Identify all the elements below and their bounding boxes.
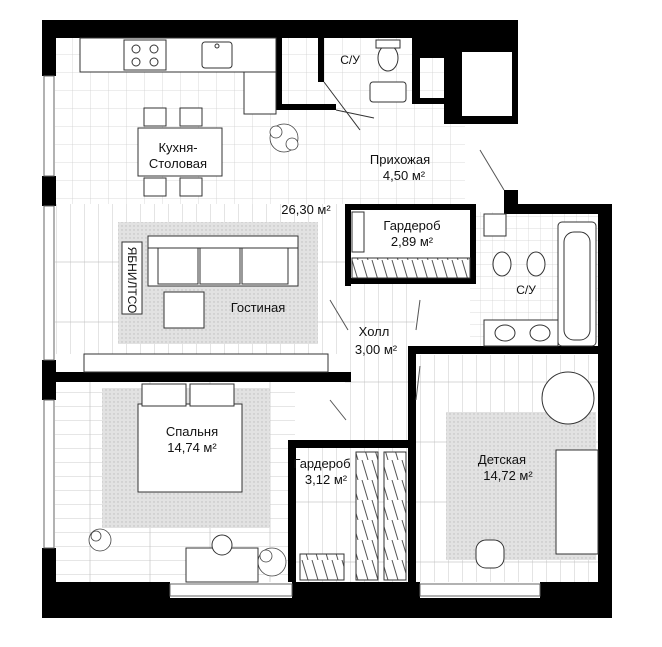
crib-icon xyxy=(555,449,599,555)
wardrobe-1-name: Гардероб xyxy=(383,218,440,233)
entry-hall-name: Прихожая xyxy=(370,152,430,167)
doors xyxy=(329,149,505,421)
sink-icon xyxy=(201,41,233,69)
wardrobe-2 xyxy=(299,451,407,581)
sink-icon xyxy=(369,81,407,103)
wardrobe-1-area: 2,89 м² xyxy=(391,234,434,249)
dining-table-icon xyxy=(137,107,223,197)
walls xyxy=(42,20,612,618)
bathroom-1-name: С/У xyxy=(340,53,360,67)
bedroom-area: 14,74 м² xyxy=(167,440,217,455)
stove-icon xyxy=(123,39,167,71)
windows xyxy=(43,75,541,597)
sofa-icon xyxy=(147,235,299,287)
bed-icon xyxy=(137,383,243,493)
bathroom-2-fixtures xyxy=(483,213,597,347)
toilet-icon xyxy=(375,39,401,72)
kitchen-label-2: Столовая xyxy=(149,156,207,171)
plant-icon xyxy=(269,123,299,153)
kids-name: Детская xyxy=(478,452,526,467)
room-labels: Кухня- Столовая Прихожая 4,50 м² 26,30 м… xyxy=(125,53,536,487)
bathroom-2-name: С/У xyxy=(516,283,536,297)
armchair-icon xyxy=(475,539,505,569)
kids-furniture xyxy=(475,371,599,569)
kitchen-label-1: Кухня- xyxy=(158,140,197,155)
bathtub-icon xyxy=(557,221,597,347)
bedroom-name: Спальня xyxy=(166,424,218,439)
bedroom-furniture xyxy=(137,383,259,583)
plants xyxy=(88,123,299,577)
toilet-icon xyxy=(492,251,546,277)
kitchen-counter xyxy=(79,37,277,115)
wardrobe-2-name: Гардероб xyxy=(293,456,350,471)
entry-hall-area: 4,50 м² xyxy=(383,168,426,183)
bathroom-1-fixtures xyxy=(323,39,407,131)
sink-icon xyxy=(483,319,559,347)
plant-icon xyxy=(257,547,287,577)
living-vertical-text: ЯБНИЛТСО xyxy=(125,247,139,314)
living-furniture xyxy=(83,235,329,373)
living-name: Гостиная xyxy=(231,300,286,315)
hall-area: 3,00 м² xyxy=(355,342,398,357)
wardrobe-1 xyxy=(351,211,471,279)
plant-icon xyxy=(88,528,112,552)
kids-area: 14,72 м² xyxy=(483,468,533,483)
wardrobe-2-area: 3,12 м² xyxy=(305,472,348,487)
hall-name: Холл xyxy=(359,324,390,339)
living-total-area: 26,30 м² xyxy=(281,202,331,217)
